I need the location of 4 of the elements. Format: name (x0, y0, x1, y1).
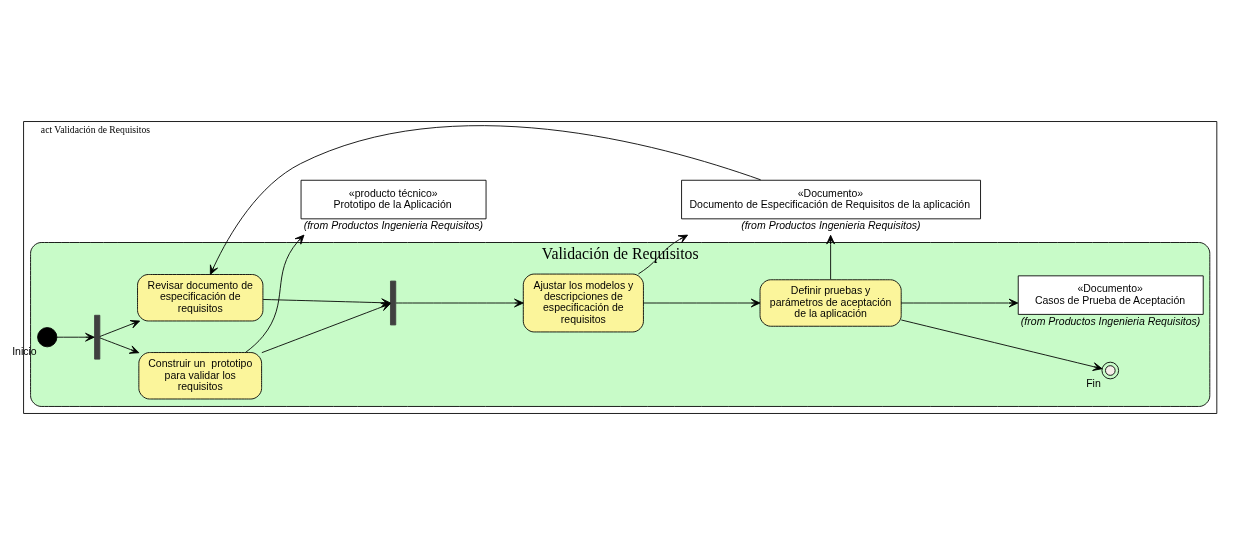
node-label: (from Productos Ingenieria Requisitos) (1020, 314, 1201, 327)
node-label: (from Productos Ingenieria Requisitos) (303, 219, 484, 232)
node-label: Fin (1086, 377, 1101, 390)
node-label: (from Productos Ingenieria Requisitos) (741, 219, 921, 232)
